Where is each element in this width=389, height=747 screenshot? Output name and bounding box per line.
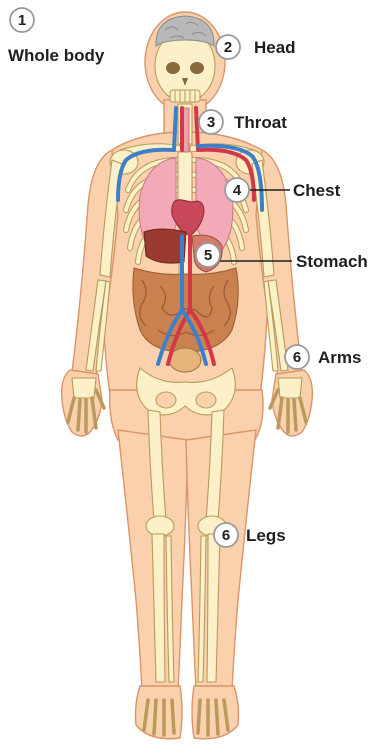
label-whole-body: Whole body	[8, 46, 105, 65]
badge-number: 4	[233, 182, 242, 199]
badge-number: 1	[18, 12, 26, 29]
badge-number: 6	[293, 349, 301, 366]
callout-whole-body: 1 Whole body	[8, 8, 105, 65]
callout-head: 2 Head	[216, 35, 296, 59]
label-chest: Chest	[293, 181, 341, 200]
intestines	[133, 268, 238, 352]
badge-number: 5	[204, 247, 212, 264]
liver	[144, 229, 186, 263]
callout-legs: 6 Legs	[214, 523, 286, 547]
callout-throat: 3 Throat	[199, 110, 287, 134]
label-head: Head	[254, 38, 296, 57]
label-arms: Arms	[318, 348, 361, 367]
label-legs: Legs	[246, 526, 286, 545]
label-stomach: Stomach	[296, 252, 368, 271]
label-throat: Throat	[234, 113, 287, 132]
callout-arms: 6 Arms	[285, 345, 361, 369]
badge-number: 3	[207, 114, 215, 131]
bladder	[169, 348, 201, 372]
badge-number: 2	[224, 39, 232, 56]
eye-socket-right	[190, 62, 204, 74]
badge-number: 6	[222, 527, 230, 544]
eye-socket-left	[166, 62, 180, 74]
